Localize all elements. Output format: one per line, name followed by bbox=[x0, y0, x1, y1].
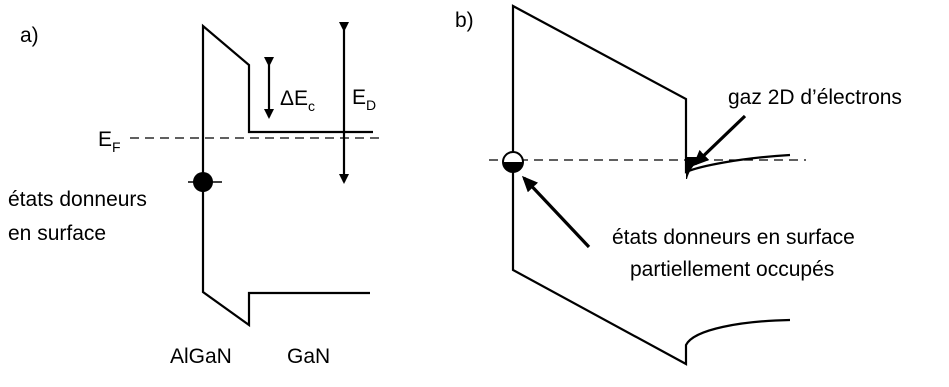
panel-a: a) EF ΔEc ED états donneurs en surface A… bbox=[8, 22, 382, 368]
conduction-band-b bbox=[511, 4, 791, 174]
algan-label: AlGaN bbox=[170, 345, 232, 368]
panel-b-label: b) bbox=[455, 9, 474, 32]
conduction-band-a bbox=[201, 23, 373, 178]
fermi-label-a: EF bbox=[98, 128, 121, 155]
surface-states-label-b: états donneurs en surface partiellement … bbox=[612, 226, 861, 281]
electron-gas-region bbox=[686, 157, 704, 179]
delta-ec-label: ΔEc bbox=[280, 87, 315, 114]
panel-b: b) gaz 2D d’électrons états donneurs en … bbox=[455, 4, 902, 366]
gas-arrow bbox=[692, 114, 747, 167]
valence-band-b bbox=[511, 172, 791, 366]
gan-label: GaN bbox=[287, 345, 330, 368]
gas-label: gaz 2D d’électrons bbox=[728, 86, 902, 109]
surface-states-label-a: états donneurs en surface bbox=[8, 188, 153, 245]
ed-label: ED bbox=[352, 86, 376, 113]
panel-a-label: a) bbox=[20, 24, 39, 47]
valence-band-a bbox=[201, 182, 370, 328]
surface-state-dot-a bbox=[193, 172, 213, 192]
surface-arrow-b bbox=[521, 175, 591, 249]
surface-state-fill-b bbox=[503, 162, 523, 172]
